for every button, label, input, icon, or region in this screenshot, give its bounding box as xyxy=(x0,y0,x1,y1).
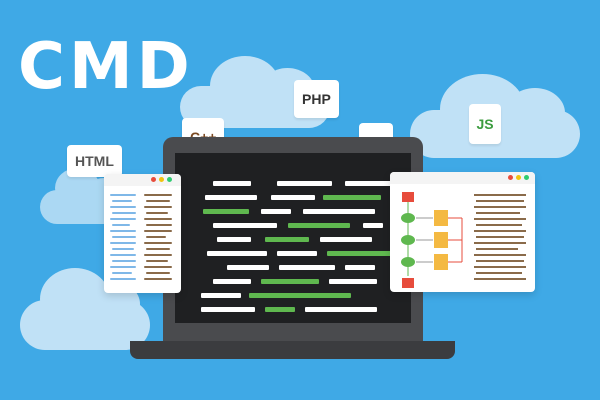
close-dot-icon xyxy=(508,175,513,180)
php-tag: PHP xyxy=(294,80,339,118)
minimize-dot-icon xyxy=(159,177,164,182)
flowchart-diagram xyxy=(401,192,526,288)
laptop-screen xyxy=(163,137,423,342)
code-editor xyxy=(175,153,411,323)
html-window xyxy=(104,174,181,293)
window-titlebar xyxy=(390,172,535,184)
minimize-dot-icon xyxy=(516,175,521,180)
maximize-dot-icon xyxy=(524,175,529,180)
cmd-title: CMD xyxy=(18,30,194,104)
html-tag: HTML xyxy=(67,145,122,177)
laptop-base xyxy=(130,341,455,359)
maximize-dot-icon xyxy=(167,177,172,182)
close-dot-icon xyxy=(151,177,156,182)
flowchart-window xyxy=(390,172,535,292)
window-titlebar xyxy=(104,174,181,186)
js-tag: JS xyxy=(469,104,501,144)
